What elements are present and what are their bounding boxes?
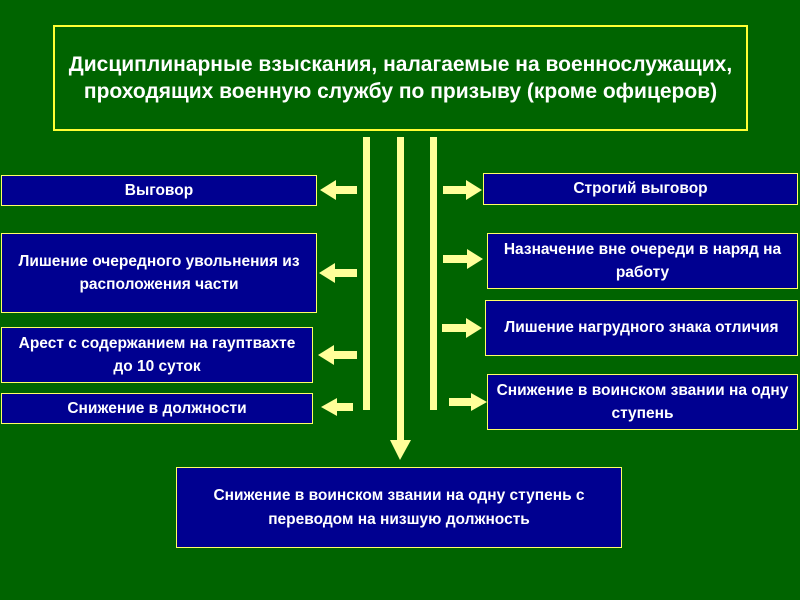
arrow-left-icon <box>320 180 357 200</box>
arrow-right-icon <box>443 249 483 269</box>
vertical-bar-right <box>430 137 437 410</box>
arrow-left-icon <box>319 263 357 283</box>
arrow-right-icon <box>442 318 482 338</box>
left-arrows <box>318 180 357 416</box>
penalty-rank-demotion: Снижение в воинском звании на одну ступе… <box>487 374 798 430</box>
penalty-severe-reprimand: Строгий выговор <box>483 173 798 205</box>
penalty-arrest: Арест с содержанием на гауптвахте до 10 … <box>1 327 313 383</box>
vertical-bar-center <box>397 137 404 442</box>
penalty-position-demotion: Снижение в должности <box>1 393 313 424</box>
penalty-reprimand: Выговор <box>1 175 317 206</box>
penalty-rank-and-position-demotion: Снижение в воинском звании на одну ступе… <box>176 467 622 548</box>
penalty-extra-duty: Назначение вне очереди в наряд на работу <box>487 233 798 289</box>
vertical-bar-left <box>363 137 370 410</box>
arrow-down-icon <box>390 440 411 460</box>
arrow-right-icon <box>443 180 482 200</box>
penalty-leave-deprivation: Лишение очередного увольнения из располо… <box>1 233 317 313</box>
arrow-left-icon <box>318 345 357 365</box>
right-arrows <box>442 180 487 411</box>
arrow-right-icon <box>449 393 487 411</box>
penalty-badge-deprivation: Лишение нагрудного знака отличия <box>485 300 798 356</box>
diagram-title: Дисциплинарные взыскания, налагаемые на … <box>53 25 748 131</box>
arrow-left-icon <box>321 398 353 416</box>
